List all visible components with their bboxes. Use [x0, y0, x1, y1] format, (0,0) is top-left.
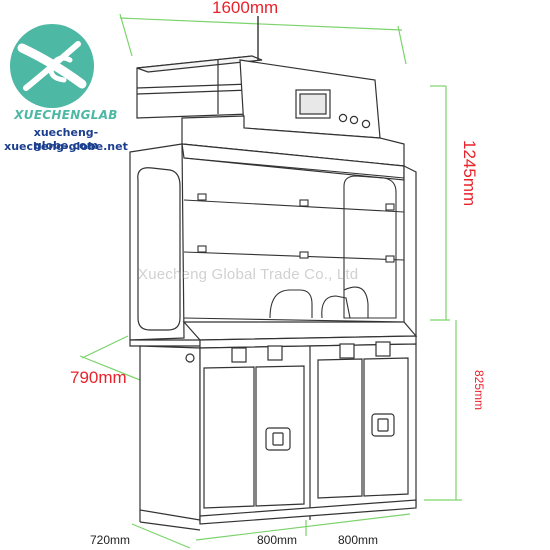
dim-width-top: 1600mm	[212, 0, 279, 17]
control-panel	[239, 59, 381, 139]
watermark-text: Xuecheng Global Trade Co., Ltd	[138, 266, 359, 283]
exhaust-box	[136, 55, 263, 119]
dimension-lines	[79, 13, 462, 549]
side-wall-left	[129, 143, 185, 341]
dim-depth-side: 790mm	[70, 368, 127, 387]
dim-base-height: 825mm	[472, 370, 486, 411]
xuecheng-logo-icon	[10, 24, 94, 108]
brand-url-com: xuecheng-globe.com	[33, 126, 99, 152]
dim-bottom-depth: 720mm	[90, 533, 131, 547]
dim-total-height: 1245mm	[460, 140, 479, 207]
canopy	[181, 115, 405, 181]
work-chamber	[183, 157, 405, 323]
dim-bottom-left-cabinet: 800mm	[257, 533, 298, 547]
brand-name: XUECHENGLAB	[14, 108, 118, 122]
base-cabinet	[139, 341, 417, 531]
brand-url-net: xuecheng-globe.net	[4, 140, 128, 153]
dim-bottom-right-cabinet: 800mm	[338, 533, 379, 547]
side-wall-right	[403, 165, 417, 337]
